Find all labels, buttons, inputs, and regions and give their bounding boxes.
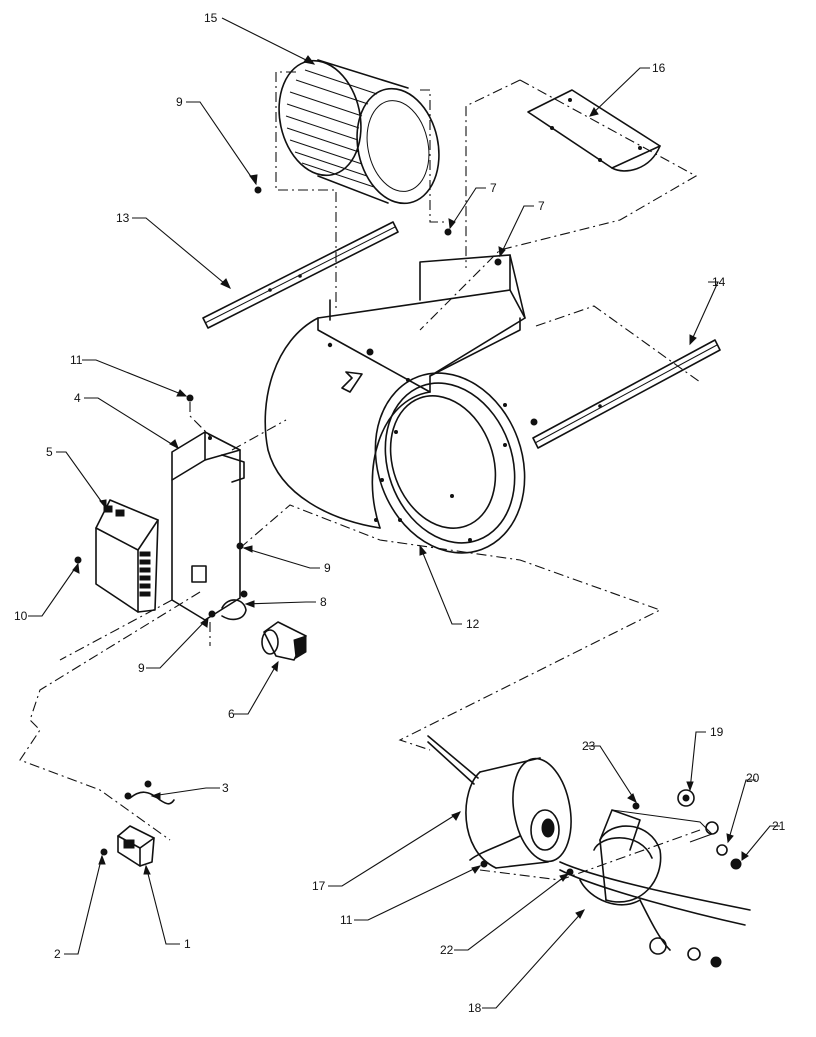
callout-6: 6 [228,707,235,721]
grommet [677,789,695,807]
callout-8: 8 [320,595,327,609]
callout-labels: 1 2 3 4 5 6 7 7 8 9 9 9 10 11 11 12 13 1… [14,11,786,1015]
mounting-rail-right [532,339,721,449]
capacitor-strap [221,599,247,621]
callout-14: 14 [712,275,726,289]
callout-18: 18 [468,1001,482,1015]
callout-12: 12 [466,617,480,631]
callout-22: 22 [440,943,454,957]
washer [716,844,728,856]
callout-1: 1 [184,937,191,951]
callout-17: 17 [312,879,326,893]
callout-leaders [28,17,780,1009]
motor-mount [559,809,751,968]
callout-21: 21 [772,819,786,833]
run-capacitor [261,621,307,661]
callout-4: 4 [74,391,81,405]
callout-7b: 7 [538,199,545,213]
callout-19: 19 [710,725,724,739]
callout-9c: 9 [138,661,145,675]
control-board [95,499,159,613]
control-mounting-bracket [171,431,245,621]
callout-5: 5 [46,445,53,459]
assembly-alignment-lines [19,71,701,881]
nut [730,858,742,870]
callout-16: 16 [652,61,666,75]
callout-15: 15 [204,11,218,25]
callout-11a: 11 [70,353,83,367]
screws [74,186,640,876]
mounting-rail-left [202,221,399,329]
transformer [117,825,155,867]
blower-wheel [278,59,440,205]
top-panel [527,89,661,172]
wire-harness [129,791,175,805]
callout-23: 23 [582,739,596,753]
blower-housing [264,254,526,554]
callout-9a: 9 [176,95,183,109]
callout-11b: 11 [340,913,353,927]
callout-9b: 9 [324,561,331,575]
callout-20: 20 [746,771,760,785]
blower-motor [427,735,572,869]
callout-10: 10 [14,609,28,623]
callout-2: 2 [54,947,61,961]
callout-13: 13 [116,211,130,225]
callout-7a: 7 [490,181,497,195]
callout-3: 3 [222,781,229,795]
